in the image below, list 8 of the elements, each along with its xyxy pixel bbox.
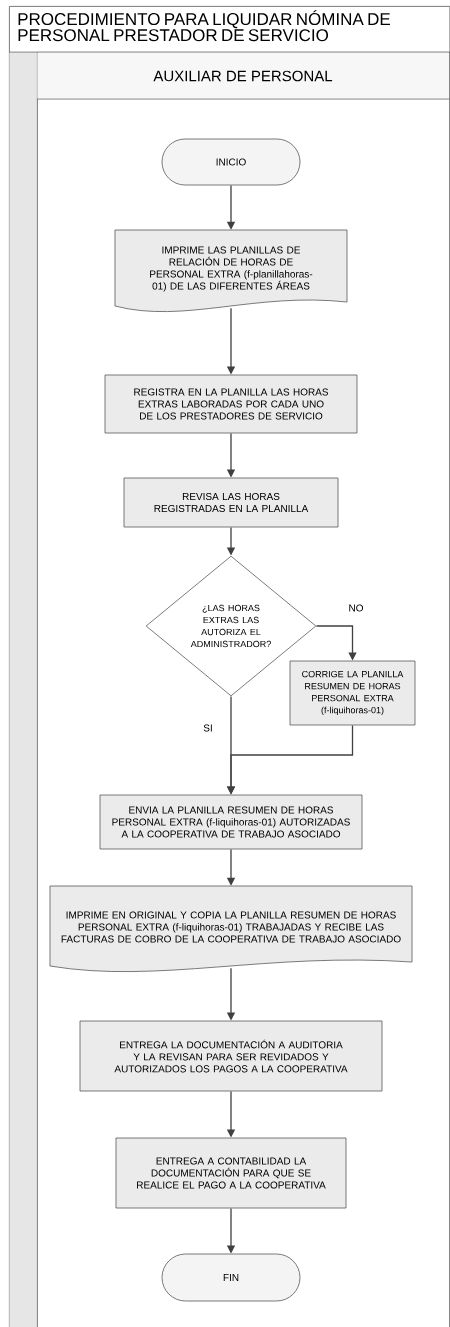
process-box: ENVIA LA PLANILLA RESUMEN DE HORAS PERSONAL EXTRA (f-liquihoras-01) AUTORIZADAS A LA COOPERATIVA DE TRABAJO ASOCIADO (99, 794, 363, 850)
edge-label: SI (202, 723, 214, 733)
process-box: ENTREGA LA DOCUMENTACIÓN A AUDITORIA Y LA REVISAN PARA SER REVIDADOS Y AUTORIZADOS LOS PAGOS A LA COOPERATIVA (79, 1020, 383, 1092)
process-box: ENTREGA A CONTABILIDAD LA DOCUMENTACIÓN PARA QUE SE REALICE EL PAGO A LA COOPERATIVA (115, 1137, 347, 1209)
process-box: CORRIGE LA PLANILLA RESUMEN DE HORAS PERSONAL EXTRA (f-liquihoras-01) (289, 660, 416, 726)
edge-label: NO (347, 603, 365, 613)
process-box: REGISTRA EN LA PLANILLA LAS HORAS EXTRAS LABORADAS POR CADA UNO DE LOS PRESTADORES DE SERVICIO (104, 374, 358, 434)
process-box: REVISA LAS HORAS REGISTRADAS EN LA PLANILLA (123, 477, 339, 528)
